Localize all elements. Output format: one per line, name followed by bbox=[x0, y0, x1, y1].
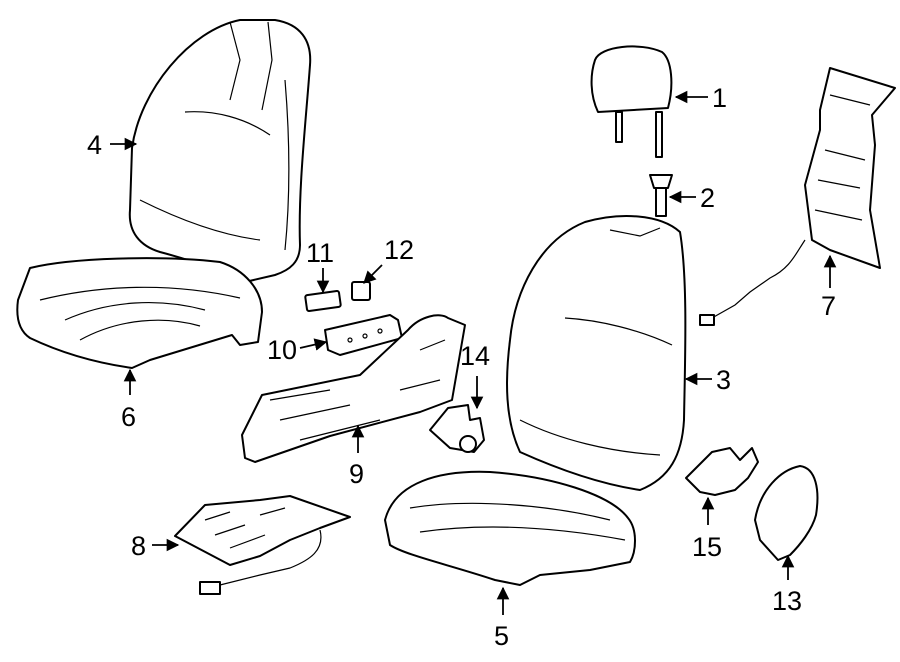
callout-7: 7 bbox=[821, 291, 836, 321]
seat-back-cushion-part[interactable] bbox=[506, 215, 687, 491]
seat-back-cover-part[interactable] bbox=[128, 19, 312, 283]
switch-knob-part[interactable] bbox=[304, 289, 342, 313]
switch-knob-small-part[interactable] bbox=[351, 281, 371, 301]
headrest-part[interactable] bbox=[590, 45, 673, 158]
callout-8: 8 bbox=[131, 531, 146, 561]
callout-labels: 1 2 3 4 5 6 7 8 9 10 11 12 13 14 15 bbox=[87, 83, 836, 651]
recliner-cover-part[interactable] bbox=[429, 404, 485, 453]
callout-1: 1 bbox=[712, 83, 727, 113]
callout-11: 11 bbox=[306, 238, 334, 268]
callout-3: 3 bbox=[716, 365, 731, 395]
bracket-part[interactable] bbox=[685, 447, 759, 496]
callout-4: 4 bbox=[87, 130, 102, 160]
headrest-guide-part[interactable] bbox=[649, 174, 673, 217]
callout-15: 15 bbox=[692, 532, 722, 562]
seat-cushion-heater-part[interactable] bbox=[174, 495, 351, 595]
callout-12: 12 bbox=[384, 235, 414, 265]
hinge-cover-part[interactable] bbox=[754, 465, 819, 561]
callout-10: 10 bbox=[267, 335, 297, 365]
seat-cushion-cover-part[interactable] bbox=[16, 257, 263, 369]
callout-6: 6 bbox=[121, 402, 136, 432]
callout-2: 2 bbox=[700, 183, 715, 213]
callout-14: 14 bbox=[460, 341, 490, 371]
seat-back-heater-part[interactable] bbox=[699, 67, 896, 326]
seat-cushion-pad-part[interactable] bbox=[384, 470, 636, 586]
callout-5: 5 bbox=[494, 621, 509, 651]
callout-13: 13 bbox=[772, 586, 802, 616]
callout-9: 9 bbox=[349, 459, 364, 489]
leader-lines bbox=[110, 90, 837, 615]
